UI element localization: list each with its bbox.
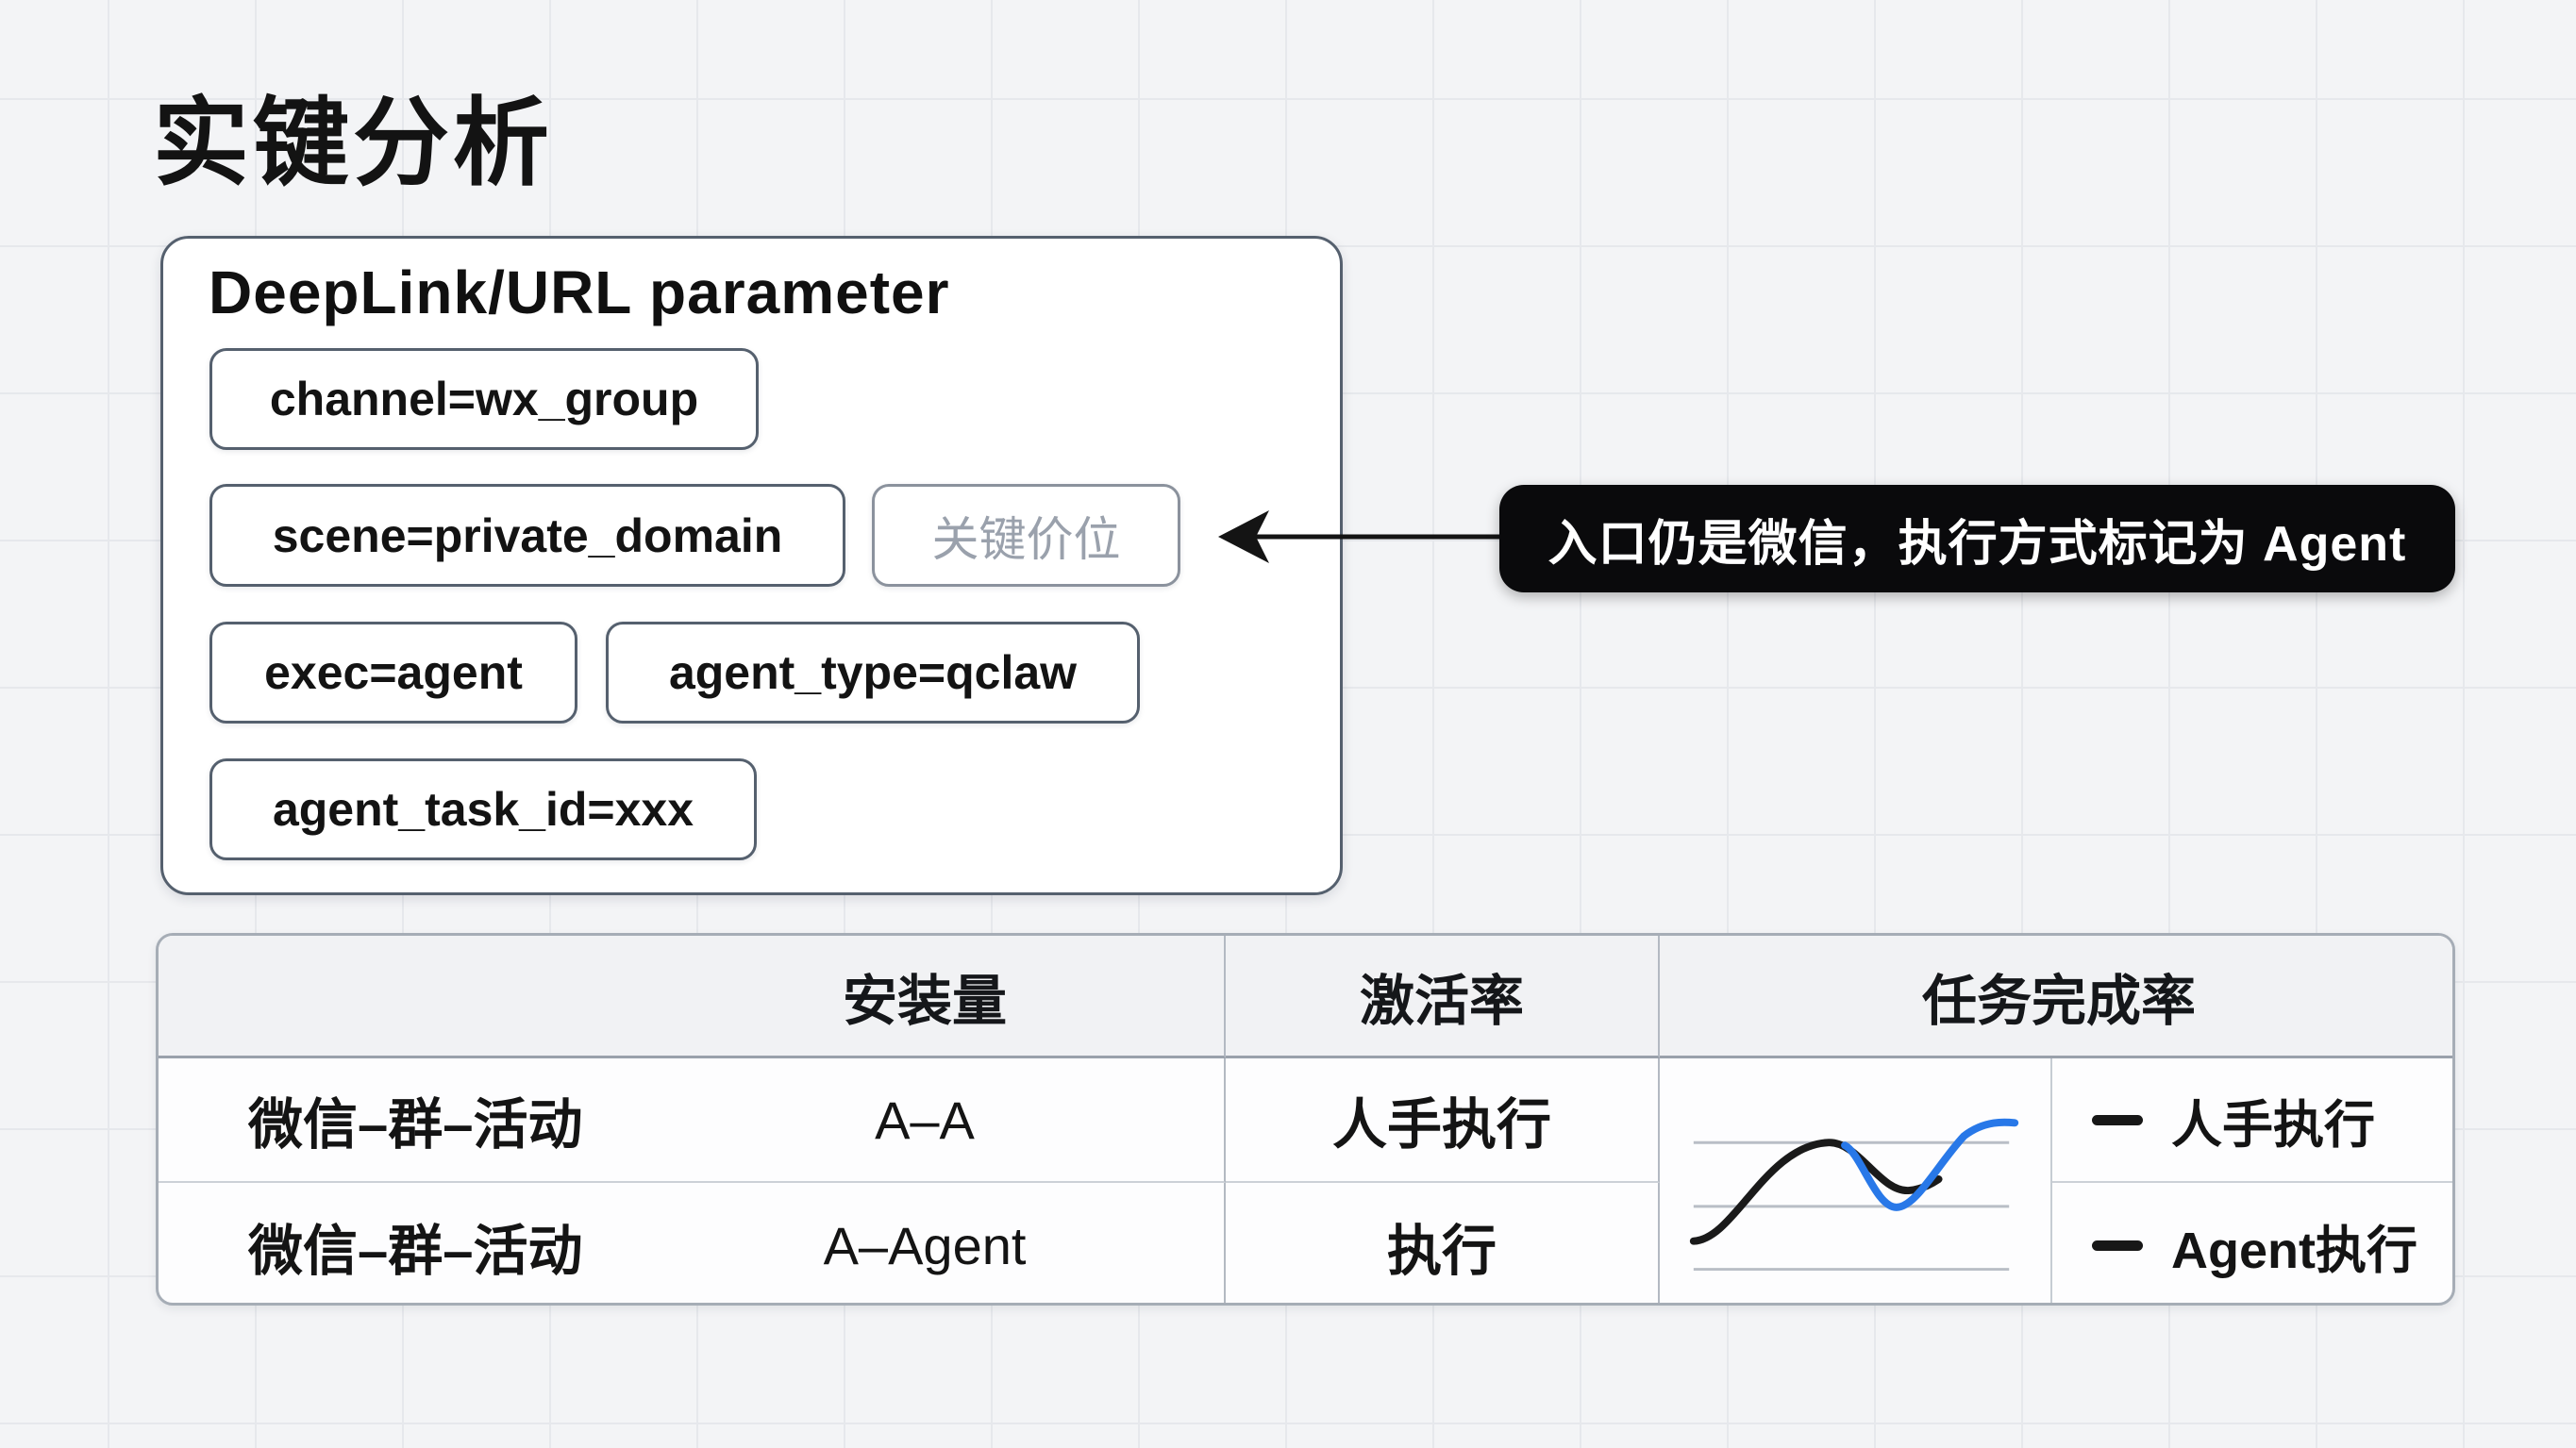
line-manual [1689,1139,1943,1245]
page-title: 实键分析 [153,90,553,197]
card-title: DeepLink/URL parameter [209,258,950,326]
completion-sparkline-chart [1689,1118,2019,1272]
header-activation: 激活率 [1226,936,1660,1058]
table-row-label: 微信–群–活动 [248,1220,583,1282]
header-completion: 任务完成率 [1660,936,2452,1058]
param-chip-exec: exec=agent [209,622,577,724]
param-chip-agent-type: agent_type=qclaw [606,622,1140,724]
callout-note: 入口仍是微信，执行方式标记为 Agent [1499,485,2455,592]
param-chip-channel: channel=wx_group [209,348,759,450]
table-cell-install: A–Agent [626,1183,1226,1303]
completion-chart-cell [1660,1058,2052,1303]
param-chip-scene: scene=private_domain [209,484,845,587]
table-cell-activation: 人手执行 [1226,1058,1660,1183]
deeplink-card: DeepLink/URL parameter channel=wx_group … [160,236,1343,895]
metrics-table: 安装量 激活率 任务完成率 微信–群–活动 A–A 人手执行 人手执行 微信–群… [156,933,2455,1306]
param-chip-key-value: 关键价位 [872,484,1180,587]
legend-dash-icon [2092,1240,2143,1251]
legend-item-agent: Agent执行 [2052,1183,2452,1303]
legend-dash-icon [2092,1114,2143,1125]
callout-text: 入口仍是微信，执行方式标记为 Agent [1547,516,2407,572]
legend-label: Agent执行 [2171,1223,2417,1279]
table-row-label: 微信–群–活动 [159,1058,626,1183]
arrow-left-icon [1218,510,1503,563]
line-agent [1841,1118,2019,1211]
table-cell-install: A–A [626,1058,1226,1183]
header-row-label [159,936,626,1058]
table-cell-activation: 执行 [1226,1183,1660,1303]
header-install: 安装量 [626,936,1226,1058]
legend-label: 人手执行 [2171,1096,2375,1154]
param-chip-agent-task-id: agent_task_id=xxx [209,758,757,860]
legend-item-manual: 人手执行 [2052,1058,2452,1183]
